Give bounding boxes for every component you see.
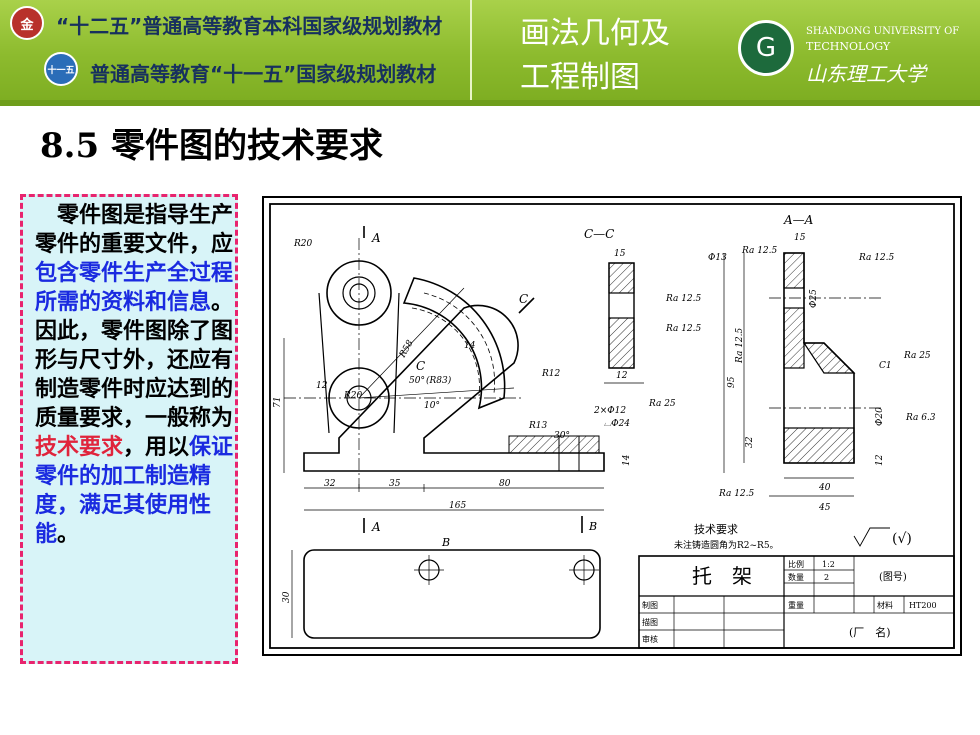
roughness-aa-2: Ra 12.5 <box>858 253 895 263</box>
dim-r20-lower: R20 <box>343 391 363 401</box>
explanation-box: 零件图是指导生产零件的重要文件，应包含零件生产全过程所需的资料和信息。因此，零件… <box>20 194 238 664</box>
engineering-drawing: R20 A A B B C C R58 (R83) 50° 10° R12 R1… <box>262 196 962 656</box>
qty-value: 2 <box>824 573 829 582</box>
dim-chamfer-c1: C1 <box>879 361 892 371</box>
drawing-canvas: R20 A A B B C C R58 (R83) 50° 10° R12 R1… <box>269 203 955 649</box>
dim-14-slot: 14 <box>464 341 476 351</box>
explanation-text: 零件图是指导生产零件的重要文件，应包含零件生产全过程所需的资料和信息。因此，零件… <box>35 201 235 549</box>
dim-holes: 2×Φ12 <box>593 406 626 416</box>
drawing-frame <box>269 203 955 649</box>
part-name: 托 架 <box>692 564 752 588</box>
label-b: B <box>441 536 450 549</box>
dim-165: 165 <box>449 501 466 511</box>
view-b <box>291 549 601 639</box>
scale-value: 1:2 <box>822 560 835 569</box>
university-logo-icon: G <box>738 20 794 76</box>
material-label: 材料 <box>877 600 893 610</box>
dim-35: 35 <box>389 479 401 489</box>
roughness-aa-5: Ra 6.3 <box>905 413 936 423</box>
section-aa-title: A—A <box>783 213 814 227</box>
dim-15-cc: 15 <box>614 249 626 259</box>
dim-r83: (R83) <box>426 375 452 386</box>
label-c-right: C <box>519 292 528 306</box>
factory-name: (厂 名) <box>849 625 891 639</box>
dim-counterbore: ⌴Φ24 <box>604 419 630 429</box>
label-a-bottom: A <box>371 520 381 534</box>
text-highlight-blue: 包含零件生产全过程所需的资料和信息 <box>35 261 234 315</box>
dim-80: 80 <box>499 479 511 489</box>
dim-32-aa: 32 <box>745 436 755 448</box>
section-cc-title: C—C <box>584 227 614 241</box>
dim-12-left: 12 <box>316 381 328 391</box>
scale-label: 比例 <box>788 559 804 569</box>
qty-label: 数量 <box>788 572 804 582</box>
label-b-arrow: B <box>588 520 597 533</box>
title-block <box>638 555 955 649</box>
label-c-left: C <box>416 359 425 373</box>
university-name-en-1: SHANDONG UNIVERSITY OF <box>806 26 960 37</box>
dim-r13: R13 <box>528 421 548 431</box>
weight-label: 重量 <box>788 600 804 610</box>
dim-phi25: Φ25 <box>809 289 819 308</box>
main-view <box>284 226 605 533</box>
dim-angle-30: 30° <box>554 431 570 441</box>
drawing-number: (图号) <box>879 571 907 583</box>
dim-r12: R12 <box>541 369 561 379</box>
roughness-aa-3: Ra 12.5 <box>735 327 745 364</box>
banner-strip <box>0 100 980 106</box>
material-value: HT200 <box>909 601 937 610</box>
course-title-1: 画法几何及 <box>520 16 670 51</box>
main-dimensions <box>283 338 604 511</box>
banner-line-1: “十二五”普通高等教育本科国家级规划教材 <box>56 14 443 38</box>
text-part-3: 。因此，零件图除了图形与尺寸外，还应有制造零件时应达到的质量要求，一般称为 <box>35 290 234 431</box>
dim-angle-50: 50° <box>409 376 425 386</box>
banner-line-2: 普通高等教育“十一五”国家级规划教材 <box>90 62 437 86</box>
dim-angle-10: 10° <box>424 401 440 411</box>
label-a-top: A <box>371 231 381 245</box>
roughness-aa-1: Ra 12.5 <box>741 246 778 256</box>
banner-divider <box>470 0 510 100</box>
roughness-cc-3: Ra 25 <box>648 399 676 409</box>
text-part-7: 。 <box>57 522 80 547</box>
dim-phi20: Φ20 <box>875 407 885 426</box>
header-banner <box>0 0 980 100</box>
dim-12-aa: 12 <box>875 454 885 466</box>
dim-12-cc: 12 <box>616 371 628 381</box>
dim-71: 71 <box>273 397 283 408</box>
dim-15-aa: 15 <box>794 233 806 243</box>
text-part-5: ，用以 <box>123 435 190 460</box>
page-title: 8.5 零件图的技术要求 <box>40 126 383 166</box>
text-part-1: 零件图是指导生产零件的重要文件，应 <box>35 203 234 257</box>
university-name-cn: 山东理工大学 <box>806 62 926 86</box>
roughness-symbol-icon <box>853 527 890 547</box>
university-name-en-2: TECHNOLOGY <box>806 40 891 53</box>
default-roughness-note: (√) <box>892 531 912 547</box>
roughness-aa-6: Ra 12.5 <box>718 489 755 499</box>
roughness-cc-1: Ra 12.5 <box>665 294 702 304</box>
section-view-aa <box>723 252 884 497</box>
dim-30: 30 <box>282 591 292 603</box>
textbook-seal-icon: 金 <box>10 6 44 40</box>
dim-r20: R20 <box>293 239 313 249</box>
dim-32: 32 <box>324 479 336 489</box>
text-highlight-red: 技术要求 <box>35 435 124 460</box>
traced-by-label: 描图 <box>642 617 658 627</box>
dim-95: 95 <box>727 376 737 388</box>
notes-body: 未注铸造圆角为R2~R5。 <box>674 539 779 551</box>
text-highlight-blue-2: 保证零件的加工制造精度，满足其使用性能 <box>35 435 234 547</box>
drawn-by-label: 制图 <box>642 600 658 610</box>
dim-45: 45 <box>818 503 831 513</box>
section-view-cc <box>604 262 644 384</box>
dim-40: 40 <box>818 483 831 493</box>
checked-by-label: 审核 <box>642 634 658 644</box>
dim-14-base: 14 <box>622 454 632 466</box>
dim-phi13: Φ13 <box>708 253 727 263</box>
roughness-aa-4: Ra 25 <box>903 351 931 361</box>
roughness-cc-2: Ra 12.5 <box>665 324 702 334</box>
notes-title: 技术要求 <box>694 523 738 536</box>
course-title-2: 工程制图 <box>520 60 640 95</box>
eleventh-plan-seal-icon: 十一五 <box>44 52 78 86</box>
